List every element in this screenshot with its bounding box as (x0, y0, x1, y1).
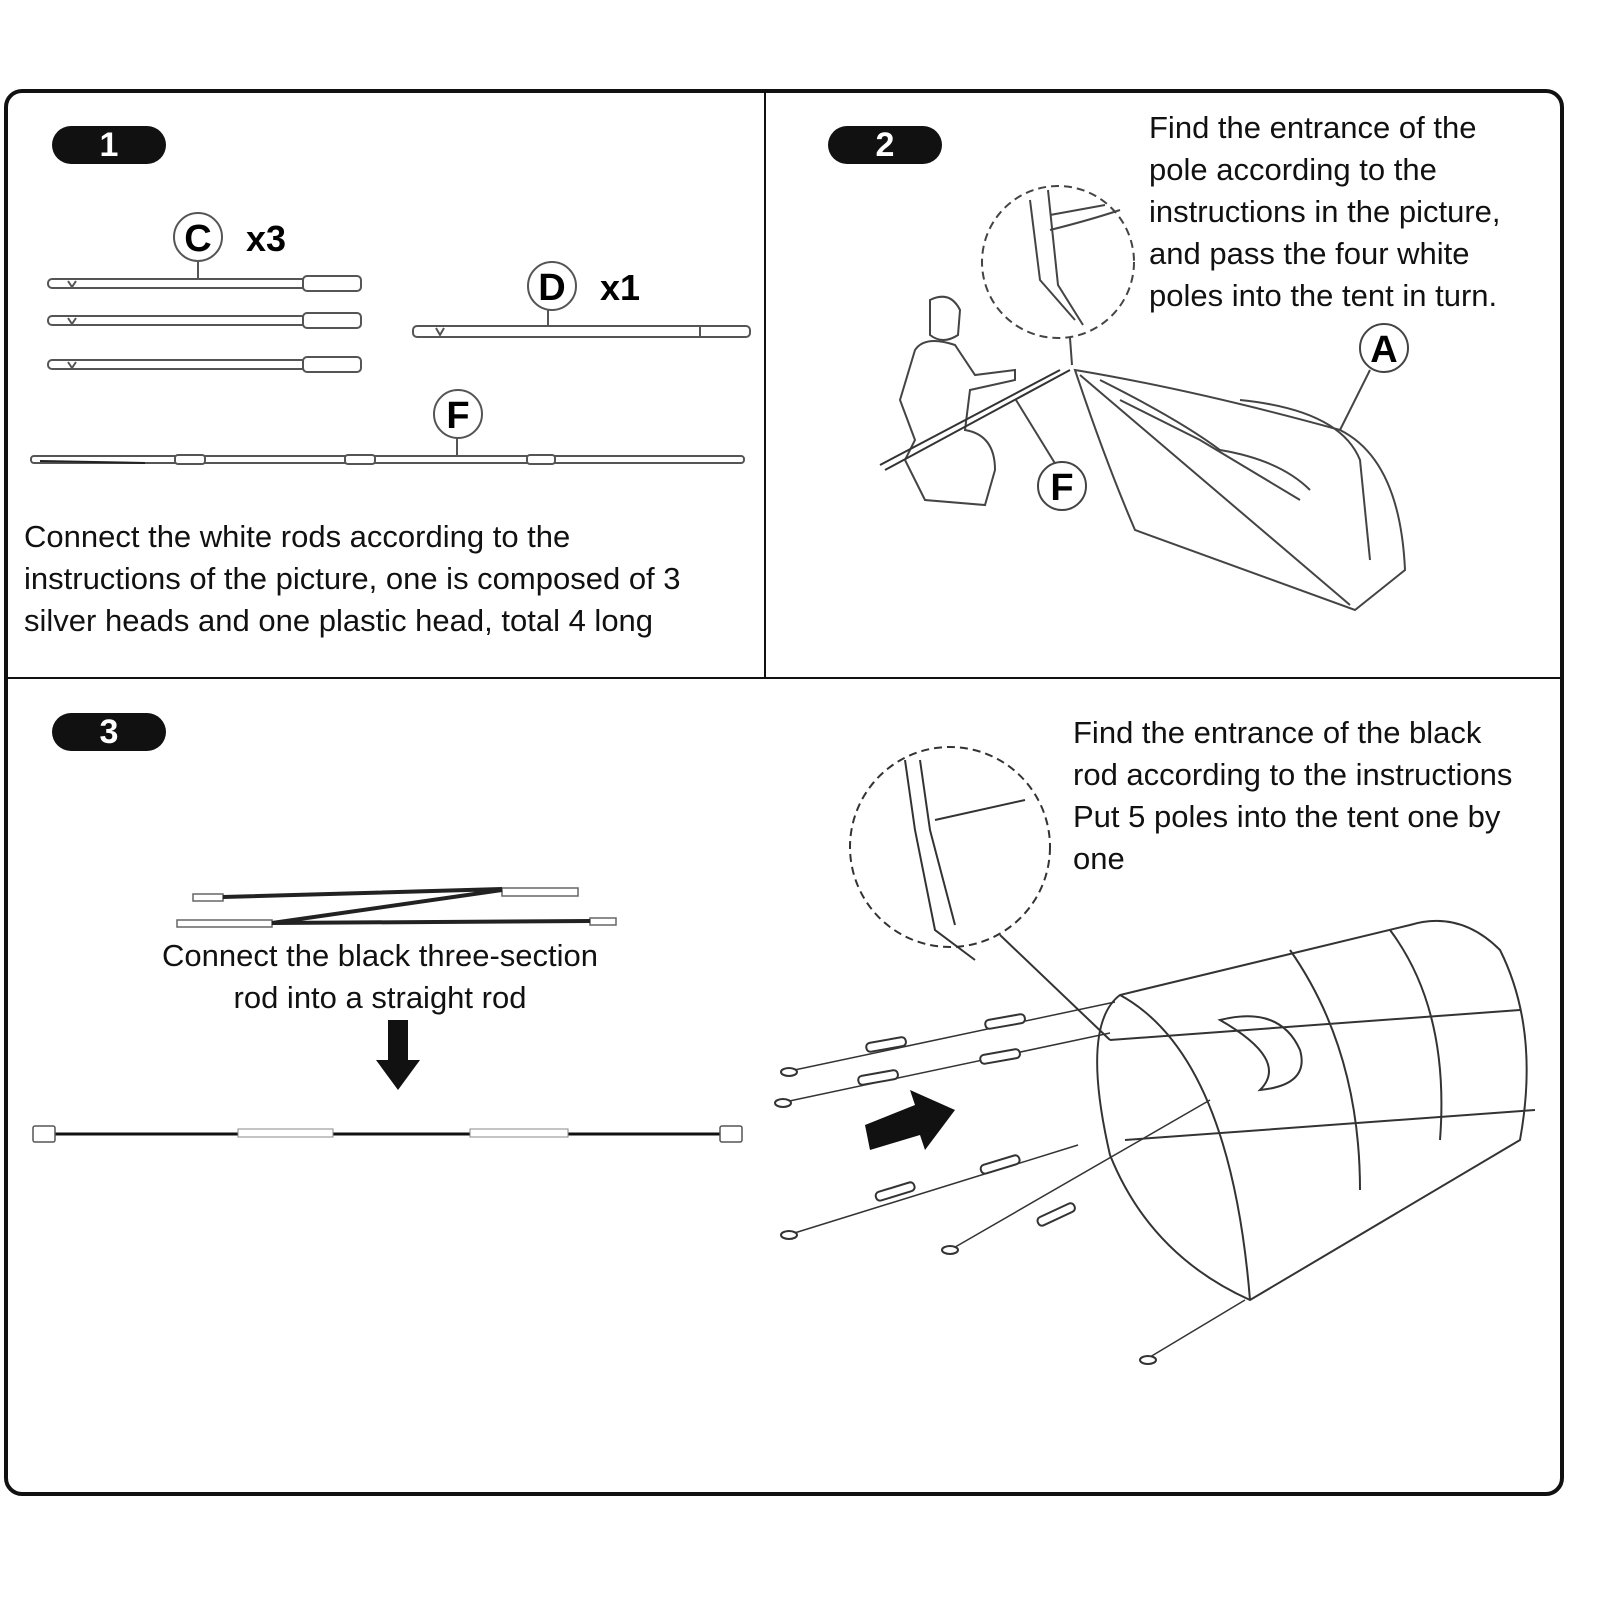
step-badge-3: 3 (52, 713, 166, 751)
detail-magnifier (849, 746, 1051, 948)
text-line: Put 5 poles into the tent one by (1073, 799, 1501, 834)
text-line: rod according to the instructions (1073, 757, 1513, 792)
svg-text:F: F (1050, 467, 1073, 509)
rod-c (47, 356, 362, 373)
label-f-step2: F (1037, 461, 1087, 511)
arrow-down-icon (376, 1020, 420, 1090)
step3-caption: Connect the black three-section rod into… (80, 935, 680, 1019)
label-a: A (1359, 323, 1409, 373)
tent-pole-illustration (879, 185, 1407, 612)
rods-c (47, 262, 362, 373)
rod-f (30, 436, 745, 465)
rod-c (47, 275, 362, 292)
text-line: one (1073, 841, 1125, 876)
step-badge-2: 2 (828, 126, 942, 164)
rod-c (47, 312, 362, 329)
text-line: instructions in the picture, (1149, 194, 1501, 229)
quantity-d: x1 (600, 267, 640, 308)
text-line: poles into the tent in turn. (1149, 278, 1498, 313)
text-line: Find the entrance of the black (1073, 715, 1482, 750)
svg-text:C: C (184, 218, 211, 260)
text-line: instructions of the picture, one is comp… (24, 561, 681, 596)
label-c: C (173, 212, 223, 262)
text-line: Connect the white rods according to the (24, 519, 571, 554)
svg-text:A: A (1370, 329, 1397, 371)
step2-instructions: Find the entrance of the pole according … (1149, 107, 1501, 317)
text-line: pole according to the (1149, 152, 1437, 187)
svg-text:D: D (538, 267, 565, 309)
step-badge-1: 1 (52, 126, 166, 164)
svg-text:F: F (446, 395, 469, 437)
label-f: F (433, 389, 483, 439)
step1-instructions: Connect the white rods according to the … (24, 516, 681, 642)
quantity-c: x3 (246, 218, 286, 259)
label-d: D (527, 261, 577, 311)
straight-black-rod (32, 1125, 743, 1143)
outer-frame (4, 89, 1564, 1496)
rod-d (412, 310, 751, 338)
text-line: silver heads and one plastic head, total… (24, 603, 654, 638)
arrow-right-icon (865, 1090, 955, 1150)
detail-magnifier (981, 185, 1135, 339)
tunnel-tent-illustration (774, 746, 1536, 1365)
text-line: Connect the black three-section (162, 938, 598, 973)
text-line: Find the entrance of the (1149, 110, 1477, 145)
text-line: and pass the four white (1149, 236, 1470, 271)
folded-black-rod (176, 887, 617, 928)
step3-instructions: Find the entrance of the black rod accor… (1073, 712, 1512, 880)
text-line: rod into a straight rod (233, 980, 527, 1015)
